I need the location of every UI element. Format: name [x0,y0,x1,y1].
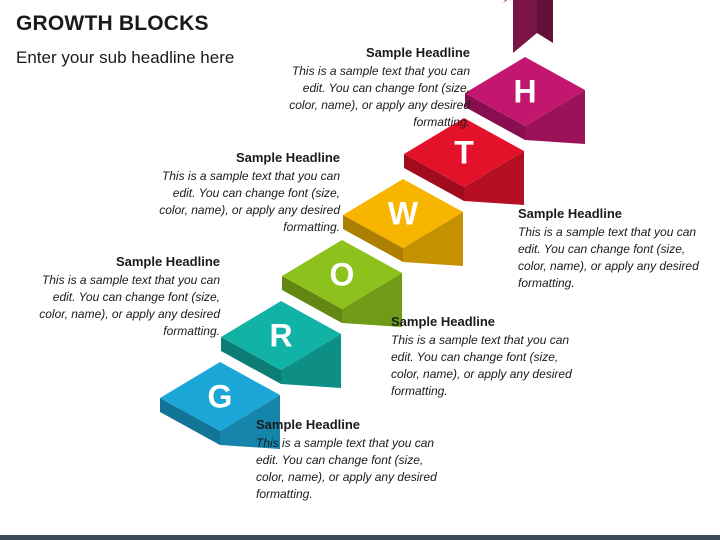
text-block-o: Sample Headline This is a sample text th… [30,253,220,340]
step-letter: G [208,379,233,415]
step-top [343,179,463,248]
page-subtitle: Enter your sub headline here [16,48,235,67]
step-h: H [465,57,585,144]
body-w: This is a sample text that you can edit.… [518,225,699,290]
step-top [465,57,585,126]
step-front [343,215,403,262]
growth-arrow [503,0,553,53]
body-h: This is a sample text that you can edit.… [289,64,470,129]
body-g: This is a sample text that you can edit.… [256,436,437,501]
text-block-r: Sample Headline This is a sample text th… [391,313,581,400]
step-side [281,334,341,388]
step-side [220,395,280,449]
step-o: O [282,240,402,327]
step-r: R [221,301,341,388]
text-block-w: Sample Headline This is a sample text th… [518,205,708,292]
text-block-g: Sample Headline This is a sample text th… [256,416,446,503]
step-top [160,362,280,431]
arrow-head [503,0,508,3]
step-front [160,398,220,445]
step-w: W [343,179,463,266]
headline-t: Sample Headline [235,150,340,165]
headline-w: Sample Headline [518,206,623,221]
body-o: This is a sample text that you can edit.… [39,273,220,338]
body-t: This is a sample text that you can edit.… [159,169,340,234]
step-top [404,118,524,187]
headline-r: Sample Headline [391,314,496,329]
arrow-shaft-side [513,0,537,53]
steps-group: H TWO RG [160,57,585,449]
step-t: T [404,118,524,205]
step-side [342,273,402,327]
step-top [282,240,402,309]
step-letter: T [454,135,474,171]
step-letter: R [269,318,292,354]
step-letter: W [388,196,419,232]
page-title: GROWTH BLOCKS [16,12,209,35]
step-front [282,276,342,323]
headline-g: Sample Headline [256,417,361,432]
footer-bar [0,535,720,540]
step-side [464,151,524,205]
text-block-t: Sample Headline This is a sample text th… [150,149,340,236]
step-side [403,212,463,266]
step-front [221,337,281,384]
step-side [525,90,585,144]
body-r: This is a sample text that you can edit.… [391,333,572,398]
step-letter: H [513,74,536,110]
step-front [404,154,464,201]
step-top [221,301,341,370]
step-front [465,93,525,140]
text-block-h: Sample Headline This is a sample text th… [280,44,470,131]
step-g: G [160,362,280,449]
arrow-shaft-front [537,0,553,43]
headline-h: Sample Headline [365,45,470,60]
step-letter: O [330,257,355,293]
headline-o: Sample Headline [115,254,220,269]
